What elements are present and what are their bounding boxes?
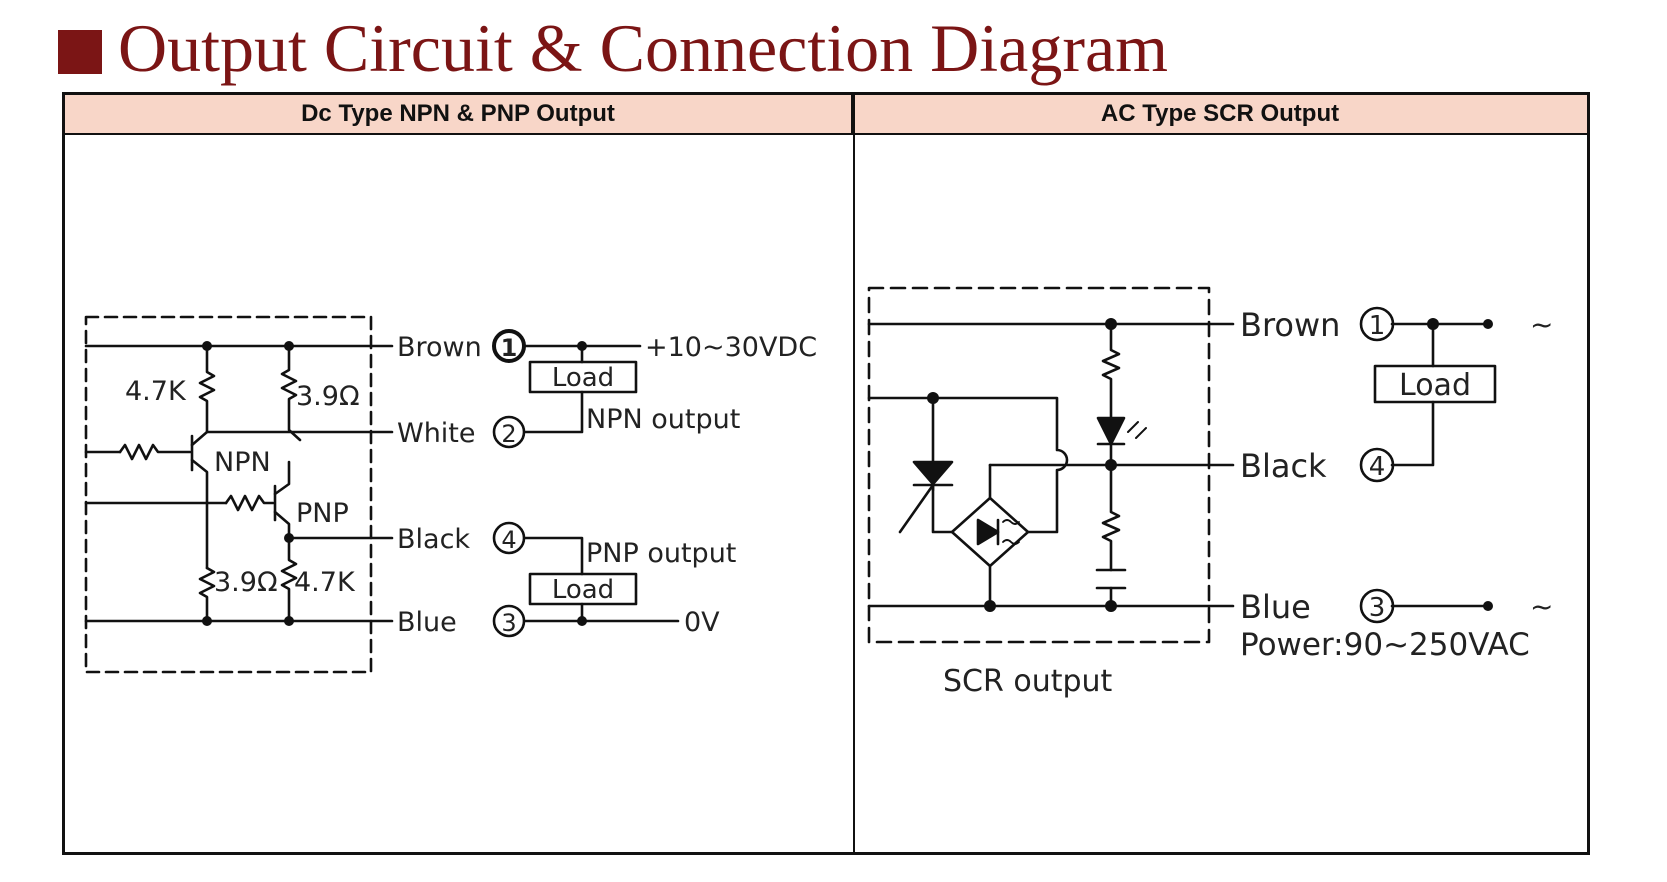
dc-circuit <box>84 315 680 674</box>
wire-label-brown: Brown <box>1240 306 1340 344</box>
dc-npn-wire <box>523 390 584 434</box>
pin-number: 4 <box>1369 452 1386 482</box>
resistor-3-9-icon <box>280 344 302 442</box>
npn-label: NPN <box>214 447 271 478</box>
npn-output-label: NPN output <box>586 404 740 435</box>
load-label: Load <box>552 575 614 605</box>
panel-divider <box>853 95 855 852</box>
npn-base-resistor-icon <box>118 443 192 461</box>
pin-number: 4 <box>501 526 516 554</box>
page-title: Output Circuit & Connection Diagram <box>118 10 1169 86</box>
pin-circle <box>1359 588 1395 624</box>
resistor-label: 3.9Ω <box>214 567 278 598</box>
pin-circle <box>492 329 526 363</box>
pin-number: 3 <box>501 609 516 637</box>
pin-number: 2 <box>501 420 516 448</box>
pin-circle <box>492 521 526 555</box>
title-block: Output Circuit & Connection Diagram <box>58 8 1168 88</box>
dc-panel-header: Dc Type NPN & PNP Output <box>65 95 853 135</box>
pnp-collector <box>273 510 291 540</box>
dc-sensor-box <box>84 315 373 674</box>
scr-icon <box>912 460 954 486</box>
led-icon <box>1096 416 1126 446</box>
pin-number: 1 <box>1369 311 1386 341</box>
pin-circle <box>492 604 526 638</box>
ac-load-box <box>1373 364 1497 404</box>
resistor-icon <box>1101 322 1121 420</box>
npn-collector <box>190 430 209 447</box>
resistor-icon <box>1101 442 1121 572</box>
resistor-4-7k-icon <box>280 536 298 623</box>
wire-label-brown: Brown <box>397 332 482 363</box>
ac-terminal <box>1483 319 1493 329</box>
pnp-base-resistor-icon <box>224 494 275 512</box>
diagram-table: Dc Type NPN & PNP Output AC Type SCR Out… <box>62 92 1590 855</box>
resistor-4-7k-icon <box>198 344 216 434</box>
dc-node <box>577 616 587 626</box>
load-label: Load <box>1399 368 1471 403</box>
ac-wire <box>931 483 954 534</box>
zero-volt-label: 0V <box>684 607 720 638</box>
pnp-emitter <box>273 460 291 496</box>
npn-emitter <box>190 458 209 570</box>
supply-voltage-label: +10~30VDC <box>645 332 817 363</box>
ac-panel-header: AC Type SCR Output <box>853 95 1587 135</box>
wire-label-black: Black <box>1240 447 1327 485</box>
ac-circuit <box>867 286 1497 644</box>
pin-number: 3 <box>1369 593 1386 623</box>
ac-gate-wire <box>867 396 1069 534</box>
resistor-label: 3.9Ω <box>296 381 360 412</box>
scr-gate <box>898 483 935 534</box>
ac-terminal <box>1483 601 1493 611</box>
pin-number: 1 <box>501 334 518 362</box>
wire-label-blue: Blue <box>397 607 457 638</box>
wire-label-white: White <box>397 418 476 449</box>
resistor-3-9-icon <box>198 566 216 623</box>
dc-pnp-wire <box>523 536 584 576</box>
wire-label-black: Black <box>397 524 470 555</box>
light-emission-icon <box>1127 421 1147 439</box>
pnp-output-label: PNP output <box>586 538 736 569</box>
diode-icon <box>976 518 1000 546</box>
ac-sine-icon <box>1002 519 1020 545</box>
wire-label-blue: Blue <box>1240 588 1311 626</box>
pin-circle <box>1359 447 1395 483</box>
power-supply-label: Power:90~250VAC <box>1240 627 1530 663</box>
pin-circle <box>492 415 526 449</box>
ac-symbol-top: ~ <box>1530 308 1553 341</box>
pnp-label: PNP <box>296 498 349 529</box>
load-label: Load <box>552 363 614 393</box>
resistor-label: 4.7K <box>125 376 187 407</box>
ac-symbol-bottom: ~ <box>1530 590 1553 623</box>
pin-circle <box>1359 306 1395 342</box>
resistor-label: 4.7K <box>294 567 356 598</box>
title-bullet <box>58 30 102 74</box>
scr-output-label: SCR output <box>943 664 1113 699</box>
ac-wire <box>1390 400 1435 467</box>
